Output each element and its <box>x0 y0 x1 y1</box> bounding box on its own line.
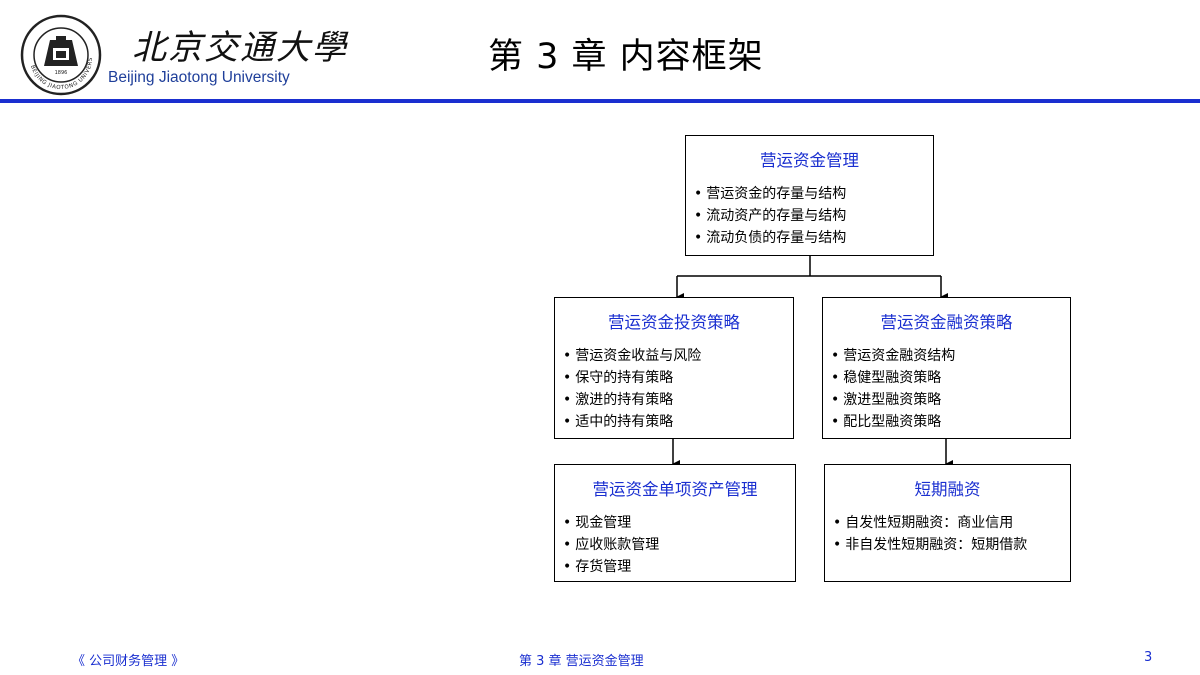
list-item: 营运资金的存量与结构 <box>694 183 933 205</box>
box-title: 营运资金管理 <box>760 151 859 170</box>
box-short-term-financing: 短期融资 自发性短期融资：商业信用 非自发性短期融资：短期借款 <box>824 464 1071 582</box>
box-item-list: 营运资金融资结构 稳健型融资策略 激进型融资策略 配比型融资策略 <box>823 345 1070 433</box>
box-title: 营运资金单项资产管理 <box>592 480 758 499</box>
box-title: 营运资金投资策略 <box>608 313 740 332</box>
seal-year: 1896 <box>55 70 68 76</box>
footer-chapter: 第 3 章 营运资金管理 <box>519 654 644 669</box>
university-seal-logo: 1896 BEIJING JIAOTONG UNIVERSITY <box>20 14 102 96</box>
box-title: 短期融资 <box>914 480 981 499</box>
list-item: 保守的持有策略 <box>563 367 793 389</box>
box-item-list: 现金管理 应收账款管理 存货管理 <box>555 512 795 578</box>
list-item: 营运资金收益与风险 <box>563 345 793 367</box>
school-name-english: Beijing Jiaotong University <box>108 69 290 86</box>
box-investment-strategy: 营运资金投资策略 营运资金收益与风险 保守的持有策略 激进的持有策略 适中的持有… <box>554 297 794 439</box>
box-single-asset-management: 营运资金单项资产管理 现金管理 应收账款管理 存货管理 <box>554 464 796 582</box>
box-item-list: 营运资金的存量与结构 流动资产的存量与结构 流动负债的存量与结构 <box>686 183 933 249</box>
list-item: 流动资产的存量与结构 <box>694 205 933 227</box>
list-item: 流动负债的存量与结构 <box>694 227 933 249</box>
footer-page-number: 3 <box>1144 650 1153 665</box>
list-item: 非自发性短期融资：短期借款 <box>833 534 1070 556</box>
list-item: 稳健型融资策略 <box>831 367 1070 389</box>
box-item-list: 自发性短期融资：商业信用 非自发性短期融资：短期借款 <box>825 512 1070 556</box>
list-item: 激进的持有策略 <box>563 389 793 411</box>
list-item: 营运资金融资结构 <box>831 345 1070 367</box>
list-item: 存货管理 <box>563 556 795 578</box>
list-item: 应收账款管理 <box>563 534 795 556</box>
page-title: 第 3 章 内容框架 <box>488 37 764 77</box>
box-working-capital-management: 营运资金管理 营运资金的存量与结构 流动资产的存量与结构 流动负债的存量与结构 <box>685 135 934 256</box>
list-item: 适中的持有策略 <box>563 411 793 433</box>
box-item-list: 营运资金收益与风险 保守的持有策略 激进的持有策略 适中的持有策略 <box>555 345 793 433</box>
school-name-chinese: 北京交通大學 <box>132 28 348 68</box>
box-title: 营运资金融资策略 <box>880 313 1013 332</box>
list-item: 配比型融资策略 <box>831 411 1070 433</box>
header-divider <box>0 99 1200 103</box>
list-item: 现金管理 <box>563 512 795 534</box>
footer-course-name: 《 公司财务管理 》 <box>72 654 185 669</box>
list-item: 自发性短期融资：商业信用 <box>833 512 1070 534</box>
box-financing-strategy: 营运资金融资策略 营运资金融资结构 稳健型融资策略 激进型融资策略 配比型融资策… <box>822 297 1071 439</box>
list-item: 激进型融资策略 <box>831 389 1070 411</box>
